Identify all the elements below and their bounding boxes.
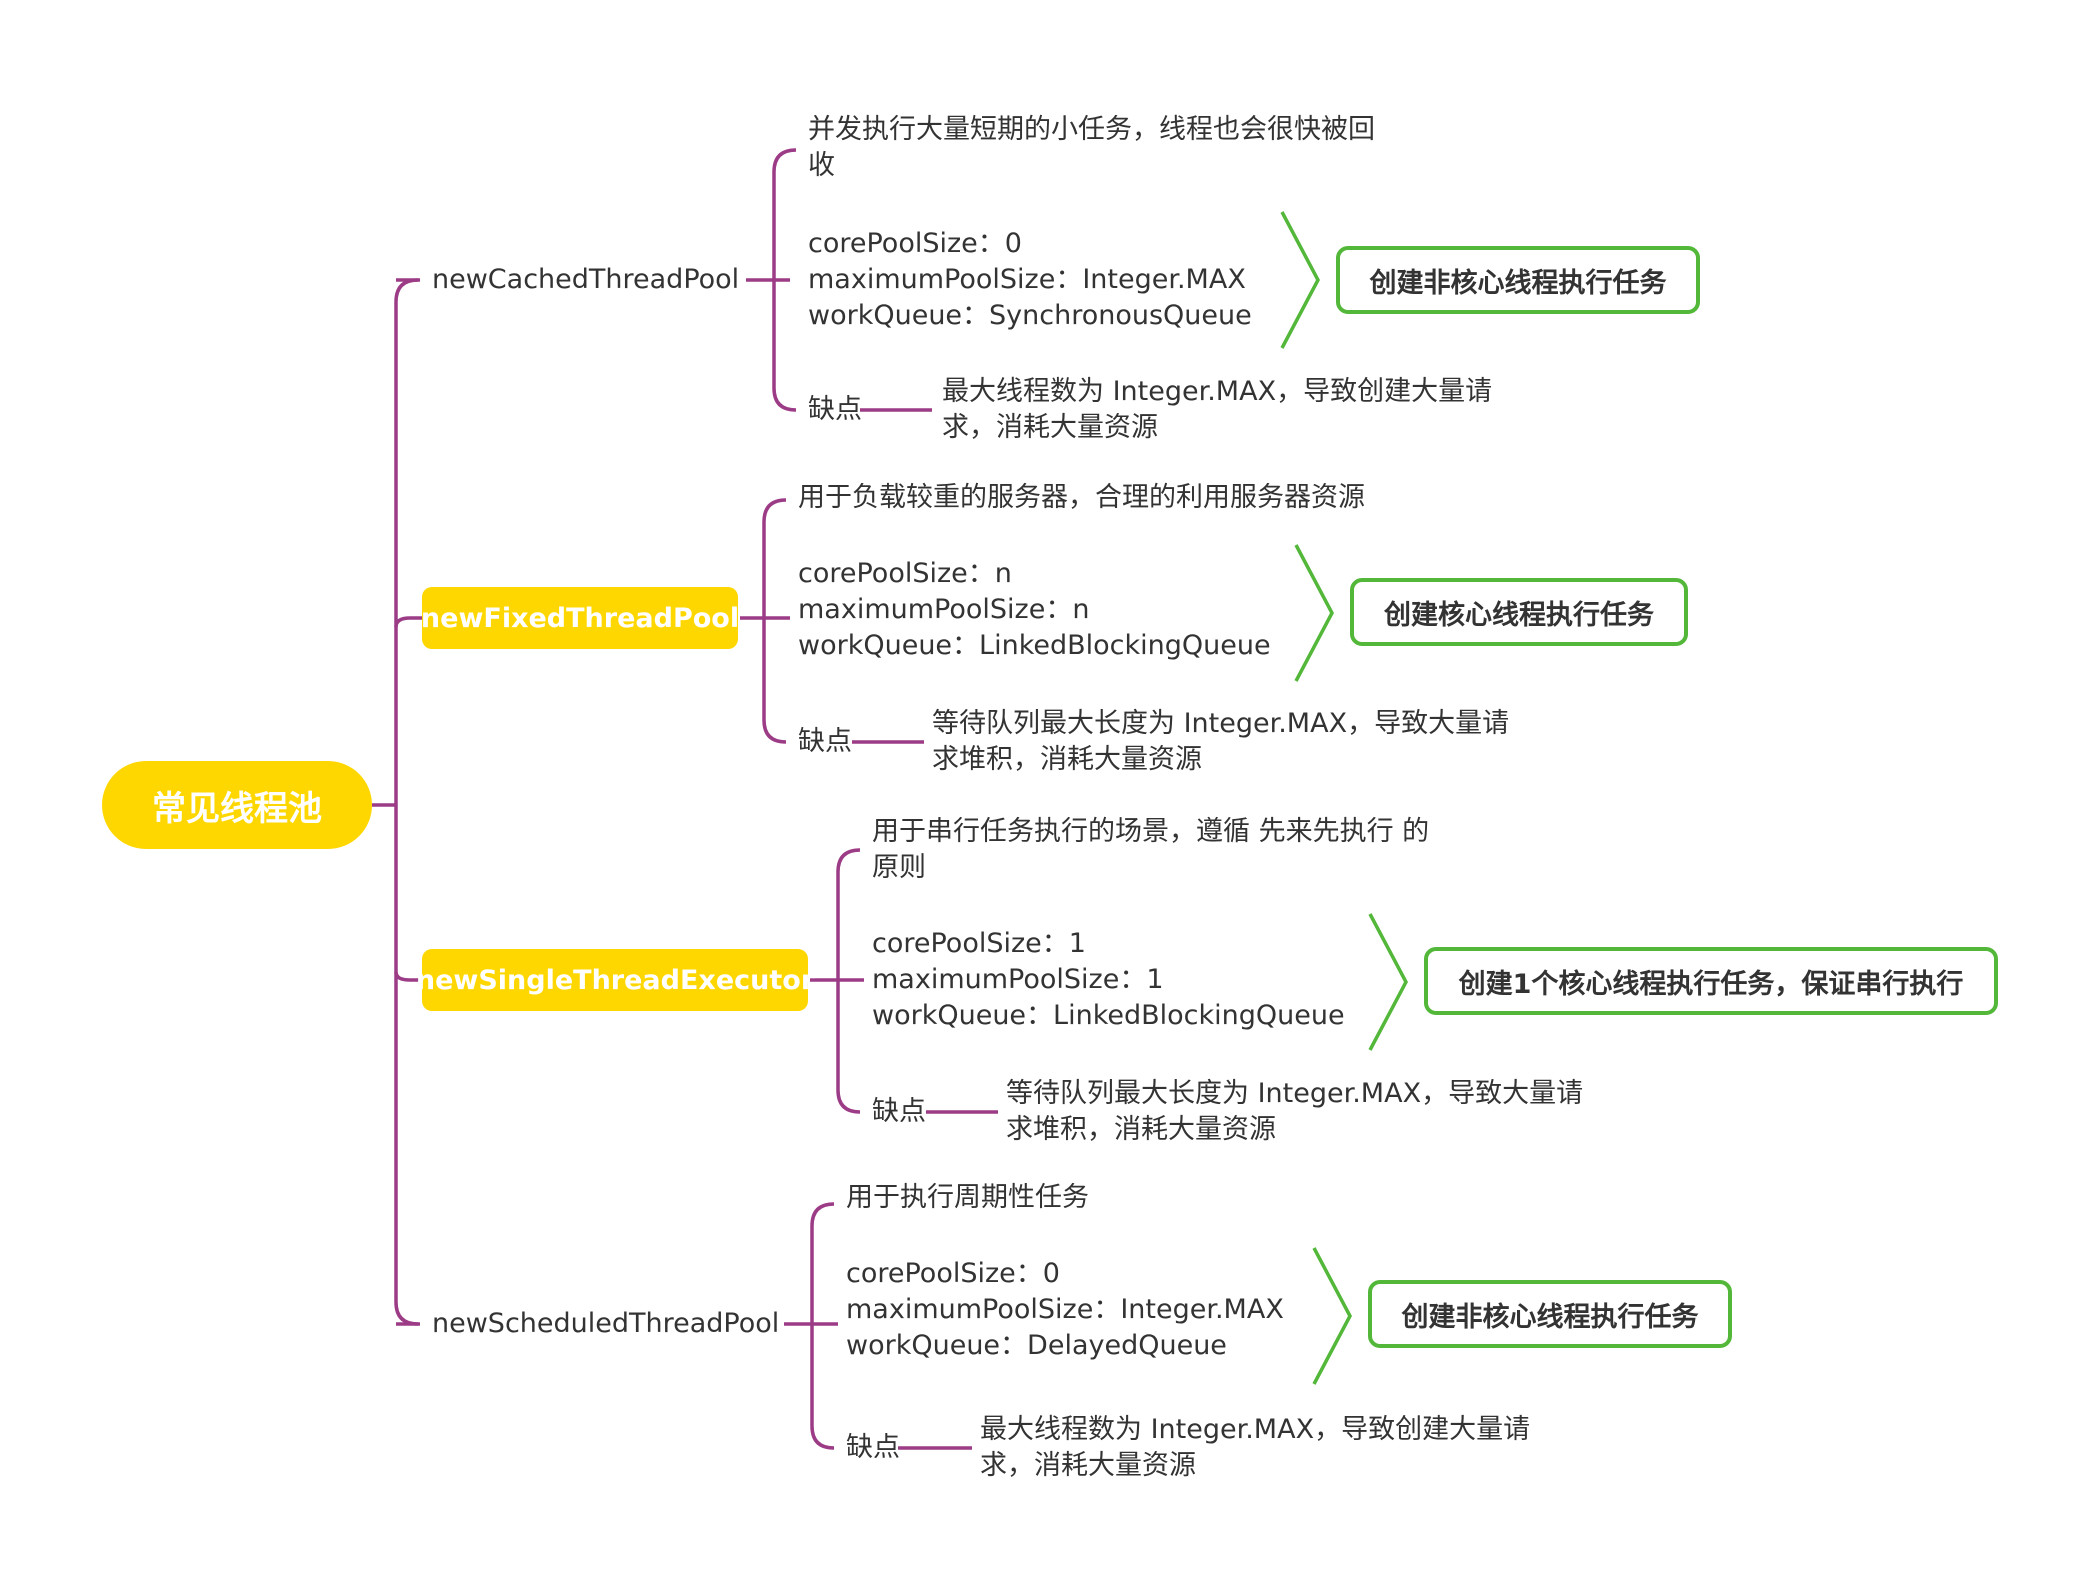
branch-3-desc-line-1: 用于串行任务执行的场景，遵循 先来先执行 的 (872, 816, 1430, 847)
branch-3-desc-line-2: 原则 (872, 852, 926, 883)
branch-2-param-max: maximumPoolSize：n (798, 594, 1090, 625)
branch-2-desc-line-1: 用于负载较重的服务器，合理的利用服务器资源 (798, 482, 1365, 513)
branch-3-con-line-2: 求堆积，消耗大量资源 (1006, 1114, 1276, 1145)
branch-2-param-core: corePoolSize：n (798, 558, 1012, 589)
branch-2-con-label[interactable]: 缺点 (798, 726, 852, 757)
branch-cached-thread-pool[interactable]: newCachedThreadPool (432, 264, 740, 295)
branch-single-thread-executor[interactable]: newSingleThreadExecutor (416, 949, 814, 1011)
branch-1-param-queue: workQueue：SynchronousQueue (808, 300, 1252, 331)
bracket-1 (1280, 211, 1320, 349)
branch-1-desc-line-2: 收 (808, 150, 835, 181)
branch-3-con-label[interactable]: 缺点 (872, 1096, 926, 1127)
branch-1-param-core: corePoolSize：0 (808, 228, 1022, 259)
branch-scheduled-thread-pool[interactable]: newScheduledThreadPool (432, 1308, 780, 1339)
branch-4-result-node[interactable]: 创建非核心线程执行任务 (1368, 1280, 1732, 1348)
branch-3-param-core: corePoolSize：1 (872, 928, 1086, 959)
trunk-to-single (394, 971, 422, 982)
branch-3-result-node[interactable]: 创建1个核心线程执行任务，保证串行执行 (1424, 947, 1998, 1015)
branch-2-result-node[interactable]: 创建核心线程执行任务 (1350, 578, 1688, 646)
branch-1-result-node[interactable]: 创建非核心线程执行任务 (1336, 246, 1700, 314)
bracket-4 (1312, 1247, 1352, 1385)
branch-3-param-max: maximumPoolSize：1 (872, 964, 1164, 995)
branch-1-desc-line-1: 并发执行大量短期的小任务，线程也会很快被回 (808, 114, 1375, 145)
branch-1-param-max: maximumPoolSize：Integer.MAX (808, 264, 1246, 295)
root-node[interactable]: 常见线程池 (102, 761, 372, 849)
branch-3-param-queue: workQueue：LinkedBlockingQueue (872, 1000, 1345, 1031)
branch-2-con-line-2: 求堆积，消耗大量资源 (932, 744, 1202, 775)
branch-1-con-line-2: 求，消耗大量资源 (942, 412, 1158, 443)
branch-4-con-label[interactable]: 缺点 (846, 1432, 900, 1463)
branch-1-con-label[interactable]: 缺点 (808, 394, 862, 425)
branch-2-con-line-1: 等待队列最大长度为 Integer.MAX，导致大量请 (932, 708, 1510, 739)
branch-4-param-max: maximumPoolSize：Integer.MAX (846, 1294, 1284, 1325)
branch-4-desc-line-1: 用于执行周期性任务 (846, 1182, 1089, 1213)
branch-4-param-core: corePoolSize：0 (846, 1258, 1060, 1289)
branch-4-param-queue: workQueue：DelayedQueue (846, 1330, 1227, 1361)
branch-3-con-line-1: 等待队列最大长度为 Integer.MAX，导致大量请 (1006, 1078, 1584, 1109)
branch-4-con-line-1: 最大线程数为 Integer.MAX，导致创建大量请 (980, 1414, 1531, 1445)
branch-4-con-line-2: 求，消耗大量资源 (980, 1450, 1196, 1481)
branch-fixed-thread-pool[interactable]: newFixedThreadPool (421, 587, 739, 649)
bracket-2 (1294, 544, 1334, 682)
branch-2-param-queue: workQueue：LinkedBlockingQueue (798, 630, 1271, 661)
trunk-to-fixed (394, 616, 422, 628)
branch-1-con-line-1: 最大线程数为 Integer.MAX，导致创建大量请 (942, 376, 1493, 407)
root-trunk (394, 278, 419, 1326)
bracket-3 (1368, 913, 1408, 1051)
